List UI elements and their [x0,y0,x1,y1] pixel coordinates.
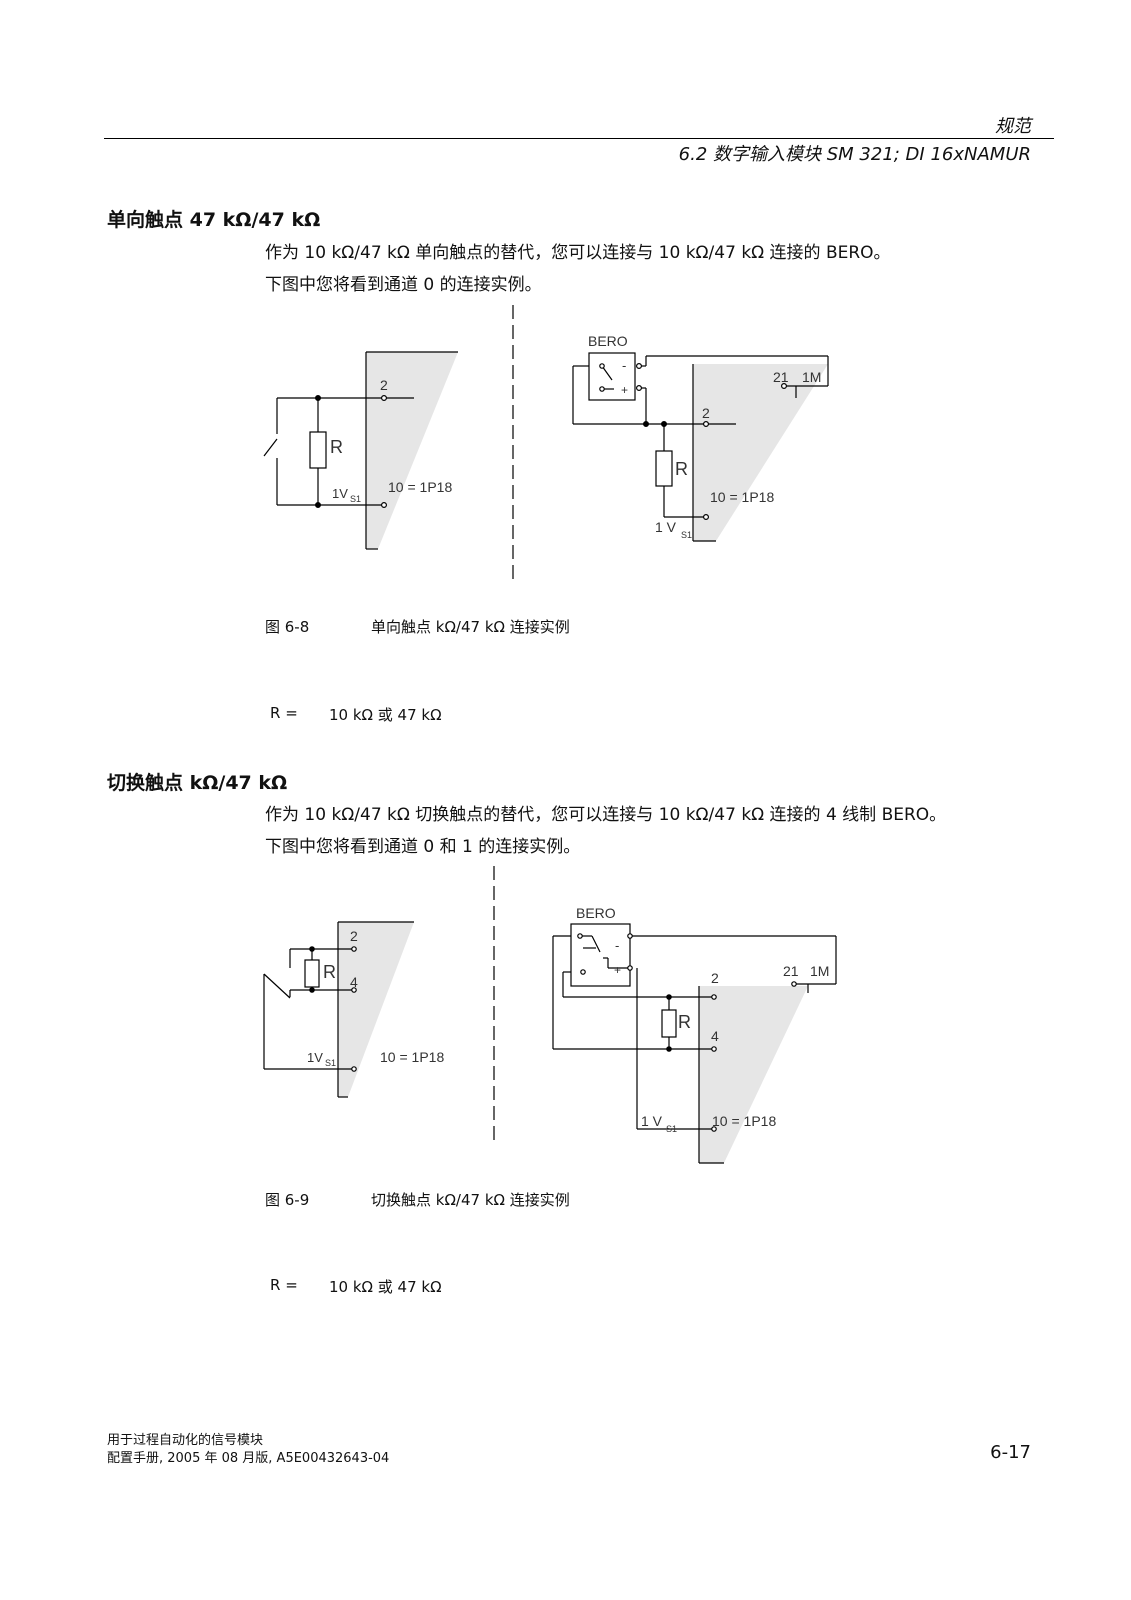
label-terminal-10: 10 = 1P18 [712,1113,776,1129]
header-chapter: 规范 [995,116,1031,137]
label-terminal-21: 21 [773,369,789,385]
label-bero: BERO [576,905,616,921]
switch-contact [263,438,278,457]
label-supply: 1V [307,1050,323,1065]
switch-contact [263,973,291,999]
module-shape [693,364,828,541]
section2-para1: 作为 10 kΩ/47 kΩ 切换触点的替代，您可以连接与 10 kΩ/47 k… [265,805,947,825]
page-number: 6-17 [990,1442,1031,1463]
module-shape [366,352,458,549]
module-shape [699,986,808,1163]
r-value: 10 kΩ 或 47 kΩ [329,706,442,724]
r-label: R = [270,704,298,722]
label-plus: + [621,383,628,397]
label-terminal-21: 21 [783,963,799,979]
figure-6-9-caption: 切换触点 kΩ/47 kΩ 连接实例 [371,1191,570,1209]
label-terminal-2: 2 [711,970,719,986]
label-1m: 1M [810,963,829,979]
label-terminal-4: 4 [350,974,358,990]
label-supply-sub: S1 [325,1058,336,1068]
figure-6-9-diagram: 2 R 4 1V S1 10 = 1P18 BERO - + 2 21 1M R… [263,866,837,1164]
section1-para2: 下图中您将看到通道 0 的连接实例。 [265,275,542,295]
label-terminal-10: 10 = 1P18 [710,489,774,505]
footer-line2: 配置手册, 2005 年 08 月版, A5E00432643-04 [107,1451,390,1466]
label-resistor: R [330,437,343,457]
label-supply: 1 V [641,1113,663,1129]
label-terminal-2: 2 [350,928,358,944]
resistor [304,959,320,988]
label-plus: + [614,963,621,977]
label-terminal-4: 4 [711,1028,719,1044]
terminal [381,395,388,402]
section1-para1: 作为 10 kΩ/47 kΩ 单向触点的替代，您可以连接与 10 kΩ/47 k… [265,243,891,263]
label-bero: BERO [588,333,628,349]
label-terminal-2: 2 [380,377,388,393]
section2-title: 切换触点 kΩ/47 kΩ [107,772,288,794]
label-supply-sub: S1 [681,530,692,540]
module-shape [338,922,414,1097]
header-rule [104,138,1054,139]
label-supply-sub: S1 [350,494,361,504]
figure-6-8-diagram: 2 R 1V S1 10 = 1P18 BERO - + 21 1M 2 R 1… [263,305,829,580]
header-section: 6.2 数字输入模块 SM 321; DI 16xNAMUR [678,144,1031,165]
figure-6-9-number: 图 6-9 [265,1191,310,1209]
label-supply-sub: S1 [666,1124,677,1134]
r-label: R = [270,1276,298,1294]
r-value: 10 kΩ 或 47 kΩ [329,1278,442,1296]
label-terminal-2: 2 [702,405,710,421]
figure-6-8-number: 图 6-8 [265,618,310,636]
label-resistor: R [675,459,688,479]
label-resistor: R [323,962,336,982]
label-resistor: R [678,1012,691,1032]
label-minus: - [615,938,619,953]
terminal [381,502,388,509]
label-supply: 1V [332,486,348,501]
figure-6-8-caption: 单向触点 kΩ/47 kΩ 连接实例 [371,618,570,636]
section2-para2: 下图中您将看到通道 0 和 1 的连接实例。 [265,837,581,857]
label-1m: 1M [802,369,821,385]
footer-line1: 用于过程自动化的信号模块 [107,1433,264,1448]
bero-sensor [570,923,631,987]
resistor [661,1009,677,1038]
label-terminal-10: 10 = 1P18 [388,479,452,495]
bero-sensor [588,352,636,401]
section1-title: 单向触点 47 kΩ/47 kΩ [107,209,321,231]
label-supply: 1 V [655,519,677,535]
label-terminal-10: 10 = 1P18 [380,1049,444,1065]
label-minus: - [622,358,626,373]
